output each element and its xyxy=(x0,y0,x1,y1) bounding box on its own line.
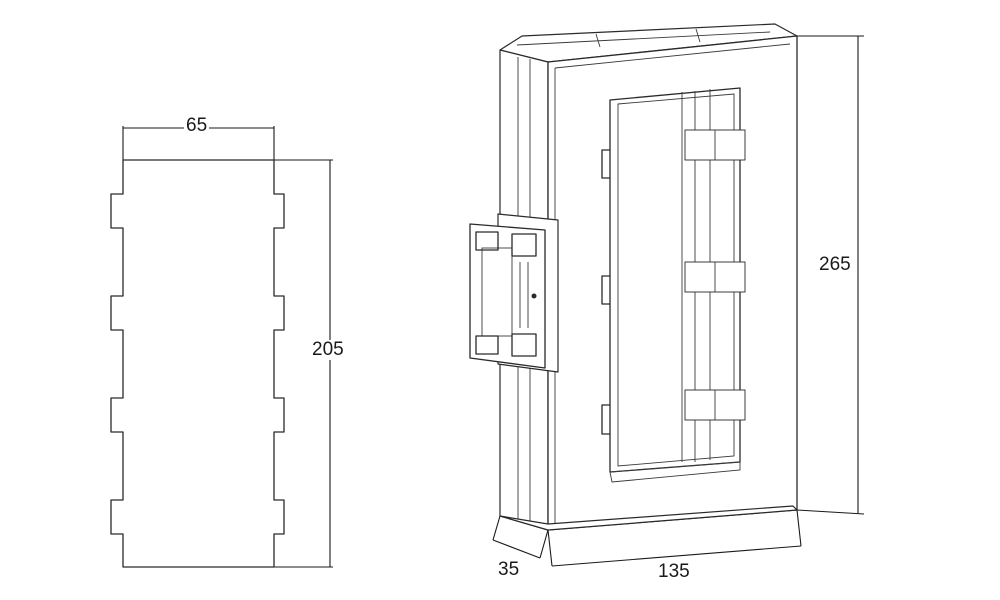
core-height-label: 205 xyxy=(310,339,346,360)
height-label: 265 xyxy=(817,254,853,275)
core-width-label: 65 xyxy=(184,115,210,136)
width-label: 135 xyxy=(656,561,692,582)
depth-label: 35 xyxy=(496,559,522,580)
